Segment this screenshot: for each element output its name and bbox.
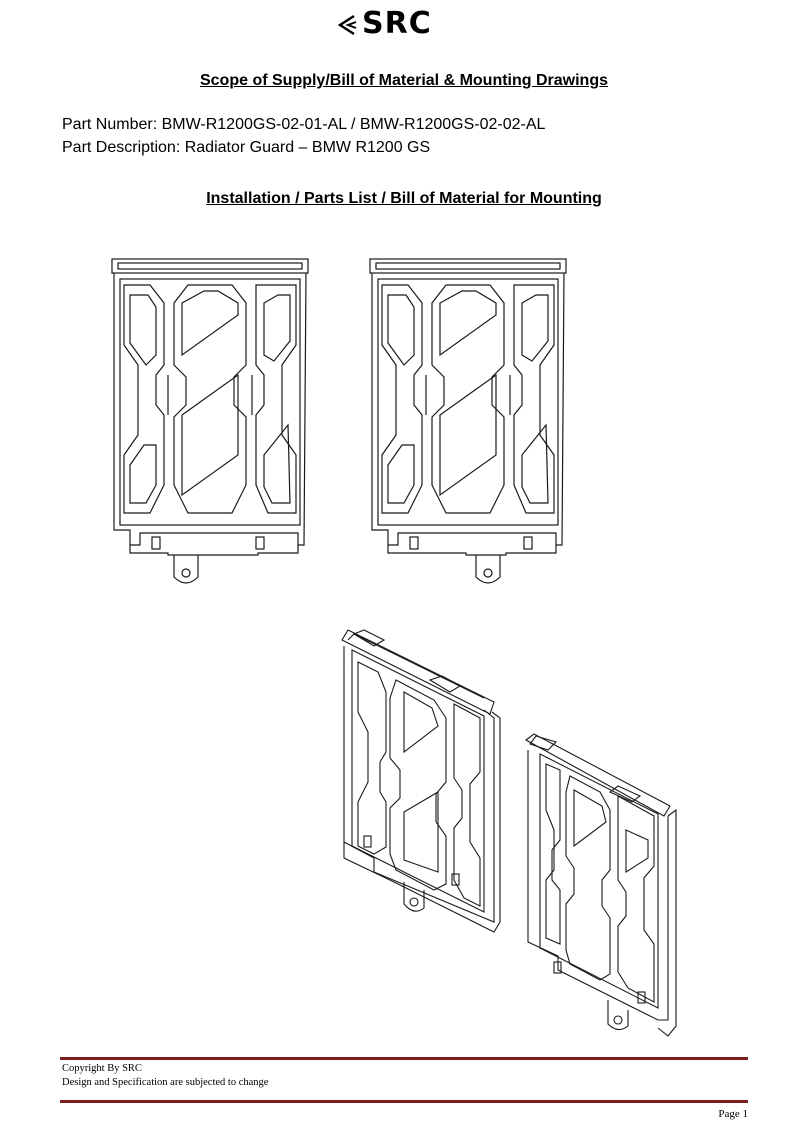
logo-text: SRC bbox=[362, 6, 432, 41]
footer-copyright: Copyright By SRC bbox=[62, 1063, 142, 1074]
footer-rule-top bbox=[60, 1057, 748, 1060]
chevron-logo-icon bbox=[337, 14, 357, 36]
isometric-view-drawing-right bbox=[524, 733, 677, 1037]
footer-rule-bottom bbox=[60, 1100, 748, 1103]
part-description: Part Description: Radiator Guard – BMW R… bbox=[62, 139, 431, 156]
part-number: Part Number: BMW-R1200GS-02-01-AL / BMW-… bbox=[62, 116, 546, 133]
document-title: Scope of Supply/Bill of Material & Mount… bbox=[199, 72, 608, 89]
front-view-drawing-left bbox=[111, 258, 309, 584]
page-number: Page 1 bbox=[718, 1108, 748, 1120]
footer-disclaimer: Design and Specification are subjected t… bbox=[62, 1077, 269, 1088]
src-logo: SRC bbox=[334, 6, 474, 42]
isometric-view-drawing-left bbox=[341, 629, 501, 933]
section-title: Installation / Parts List / Bill of Mate… bbox=[206, 190, 602, 207]
front-view-drawing-right bbox=[369, 258, 567, 584]
